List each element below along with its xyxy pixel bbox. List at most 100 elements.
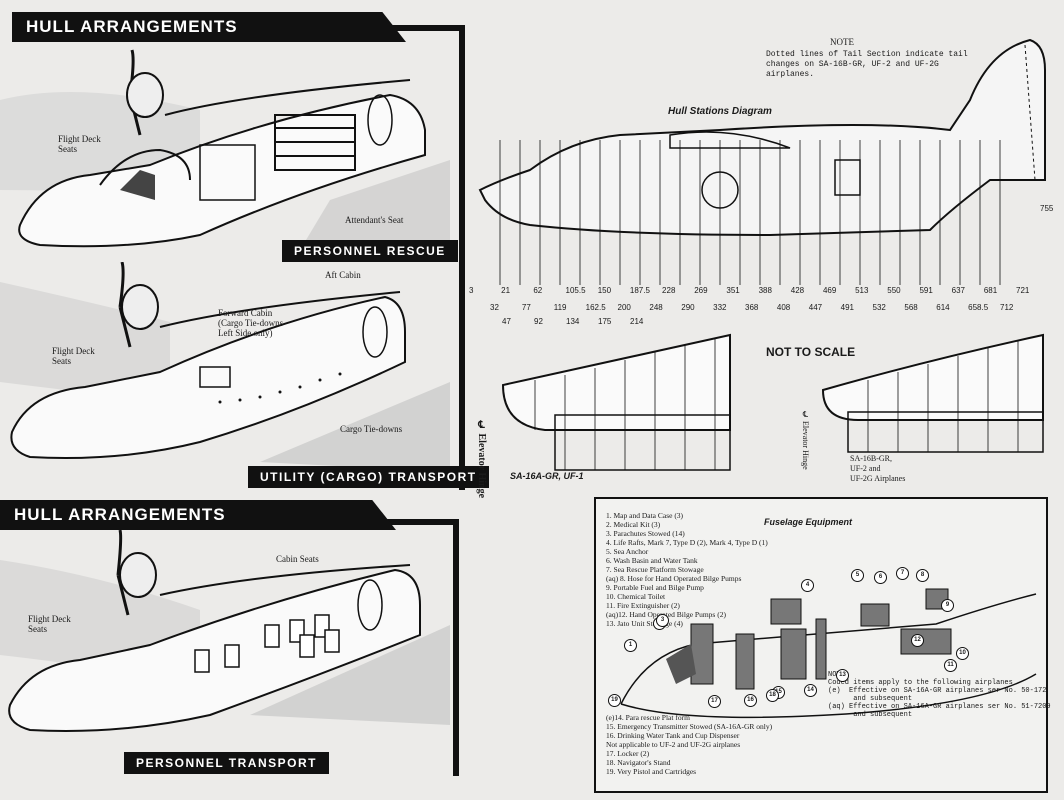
station-label: 591 (919, 286, 933, 295)
station-label: 269 (694, 286, 708, 295)
elevator-hinge-left: ℄ Elevator Hinge (476, 420, 487, 499)
station-label: 228 (662, 286, 676, 295)
equipment-item: 16. Drinking Water Tank and Cup Dispense… (606, 731, 740, 740)
station-label: 162.5 (585, 303, 606, 312)
station-label: 200 (617, 303, 631, 312)
header-bottom: HULL ARRANGEMENTS (0, 500, 396, 530)
equipment-item: 1. Map and Data Case (3) (606, 511, 684, 520)
rescue-flight-deck-label: Flight Deck Seats (58, 134, 101, 154)
transport-flight-deck-label: Flight Deck Seats (28, 614, 71, 634)
station-label: 119 (553, 303, 567, 312)
callout-marker: 3 (656, 614, 669, 627)
callout-marker: 9 (941, 599, 954, 612)
callout-marker: 6 (874, 571, 887, 584)
transport-aircraft-drawing (0, 529, 450, 732)
callout-marker: 7 (896, 567, 909, 580)
station-label: 248 (649, 303, 663, 312)
station-label: 614 (936, 303, 950, 312)
equipment-item: 18. Navigator's Stand (606, 758, 671, 767)
station-label: 351 (726, 286, 740, 295)
equipment-item: 7. Sea Rescue Platform Stowage (606, 565, 704, 574)
cargo-aircraft-drawing (0, 262, 450, 472)
callout-marker: 4 (801, 579, 814, 592)
equipment-item: 5. Sea Anchor (606, 547, 649, 556)
callout-marker: 8 (916, 569, 929, 582)
station-label: 681 (983, 286, 998, 295)
equipment-item: 19. Very Pistol and Cartridges (606, 767, 697, 776)
equipment-item: 13. Jato Unit Stowage (4) (606, 619, 683, 628)
transport-cabin-seats-label: Cabin Seats (276, 554, 319, 564)
note-text: Dotted lines of Tail Section indicate ta… (766, 50, 968, 79)
equipment-item: 11. Fire Extinguisher (2) (606, 601, 680, 610)
tail-view-left (501, 333, 731, 471)
equipment-item: 4. Life Rafts, Mark 7, Type D (2), Mark … (606, 538, 768, 547)
station-label: 92 (534, 317, 543, 326)
station-label: 513 (855, 286, 869, 295)
equipment-item: 2. Medical Kit (3) (606, 520, 661, 529)
station-label: 447 (808, 303, 823, 312)
tail-right-caption: SA-16B-GR, UF-2 and UF-2G Airplanes (850, 454, 906, 483)
callout-marker: 19 (608, 694, 621, 707)
station-label: 214 (630, 317, 644, 326)
station-label: 721 (1016, 286, 1030, 295)
note-title: NOTE (830, 37, 854, 47)
equipment-item: (aq) 8. Hose for Hand Operated Bilge Pum… (606, 574, 742, 583)
callout-marker: 16 (744, 694, 757, 707)
station-label: 105.5 (565, 286, 586, 295)
left-panels-frame (380, 25, 465, 776)
station-label: 32 (490, 303, 499, 312)
station-label: 21 (501, 286, 511, 295)
station-label: 175 (598, 317, 612, 326)
equipment-list-top: 1. Map and Data Case (3)2. Medical Kit (… (606, 511, 768, 628)
station-label: 550 (887, 286, 901, 295)
rescue-aircraft-drawing (0, 49, 450, 250)
equipment-title: Fuselage Equipment (764, 517, 853, 527)
hull-stations-drawing (478, 38, 1046, 285)
station-label: 332 (713, 303, 727, 312)
station-label: 368 (745, 303, 759, 312)
rescue-caption: PERSONNEL RESCUE (282, 240, 458, 262)
callout-marker: 5 (851, 569, 864, 582)
callout-marker: 1 (624, 639, 637, 652)
equipment-item: 6. Wash Basin and Water Tank (606, 556, 698, 565)
cargo-aft-cabin-label: Aft Cabin (325, 270, 361, 280)
station-label: 712 (1000, 303, 1014, 312)
equipment-item: 3. Parachutes Stowed (14) (606, 529, 685, 538)
callout-marker: 12 (911, 634, 924, 647)
rescue-attendant-label: Attendant's Seat (345, 215, 404, 225)
station-label: 428 (790, 286, 805, 295)
hull-diagram-title: Hull Stations Diagram (668, 106, 772, 117)
header-top: HULL ARRANGEMENTS (12, 12, 406, 42)
station-label: 658.5 (968, 303, 989, 312)
station-label: 290 (681, 303, 695, 312)
tail-left-caption: SA-16A-GR, UF-1 (510, 471, 584, 481)
equipment-item: 9. Portable Fuel and Bilge Pump (606, 583, 704, 592)
cargo-forward-cabin-label: Forward Cabin (Cargo Tie-downs Left Side… (218, 308, 284, 338)
tail-view-right (821, 333, 1044, 453)
elevator-hinge-right: ℄ Elevator Hinge (801, 410, 810, 470)
equipment-note: NOTE: Coded items apply to the following… (828, 671, 1051, 719)
station-label: 491 (840, 303, 854, 312)
station-label: 62 (533, 286, 543, 295)
equipment-item: (e)14. Para rescue Plat form (606, 713, 690, 722)
callout-marker: 14 (804, 684, 817, 697)
station-label: 3 (469, 286, 474, 295)
cargo-tie-downs-label: Cargo Tie-downs (340, 424, 403, 434)
callout-marker: 11 (944, 659, 957, 672)
equipment-panel: Fuselage Equipment 1. Map and Data Case … (594, 497, 1051, 793)
station-label: 77 (521, 303, 531, 312)
tail-station-label: 755 (1040, 204, 1054, 213)
equipment-item: Not applicable to UF-2 and UF-2G airplan… (606, 740, 741, 749)
station-label: 469 (822, 286, 837, 295)
not-to-scale-label: NOT TO SCALE (766, 345, 856, 359)
station-label: 637 (951, 286, 965, 295)
station-label: 532 (872, 303, 886, 312)
equipment-drawing (620, 588, 1037, 719)
station-label: 47 (502, 317, 511, 326)
station-label: 388 (758, 286, 772, 295)
station-label: 408 (776, 303, 791, 312)
cargo-flight-deck-label: Flight Deck Seats (52, 346, 95, 366)
station-label: 150 (597, 286, 612, 295)
callout-marker: 17 (708, 695, 721, 708)
